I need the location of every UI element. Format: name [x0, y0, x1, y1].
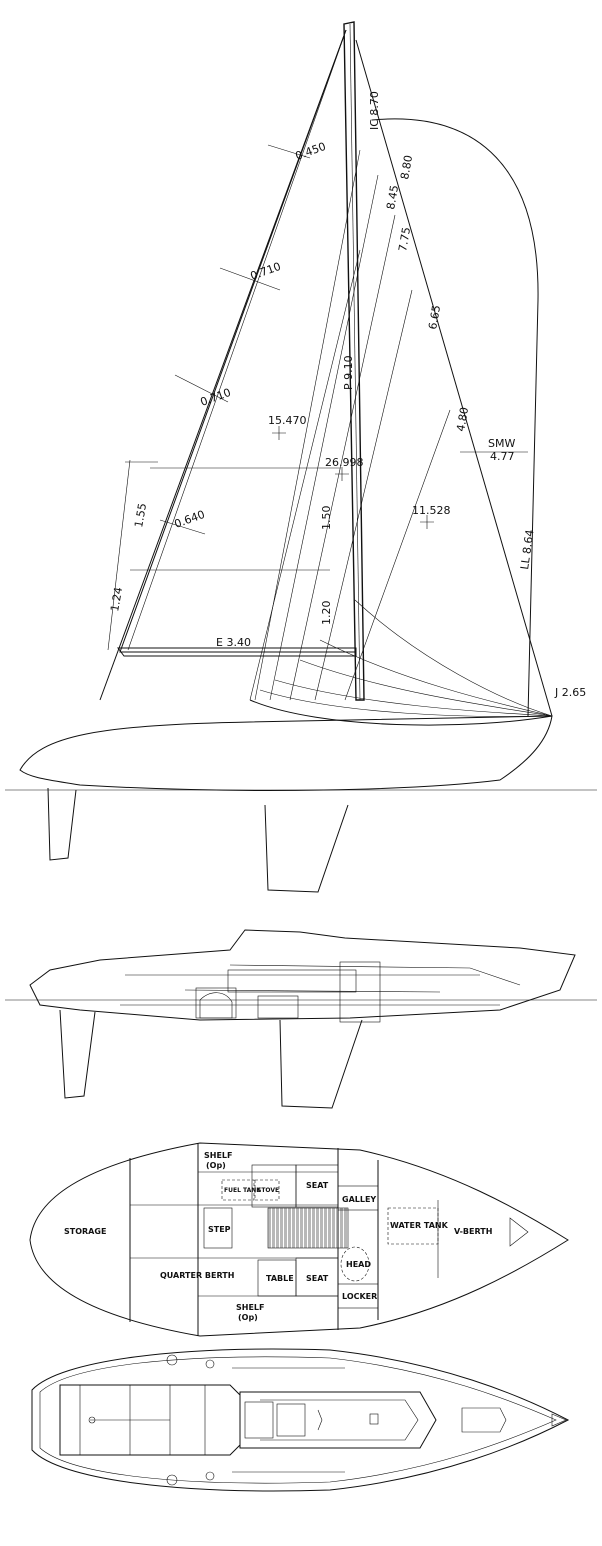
quarter-berth-label: QUARTER BERTH [160, 1271, 234, 1280]
main-area: 15.470 [268, 414, 307, 427]
table-label: TABLE [266, 1274, 294, 1283]
head-label: HEAD [346, 1260, 371, 1269]
mast-upper: 1.50 [320, 506, 333, 531]
mast-lower: 1.20 [320, 601, 333, 626]
shelf-top-op-label: (Op) [206, 1161, 226, 1170]
shelf-bottom-op-label: (Op) [238, 1313, 258, 1322]
p-dimension: P 9.10 [342, 355, 355, 390]
total-area: 26.998 [325, 456, 364, 469]
galley-label: GALLEY [342, 1195, 376, 1204]
stove-label: STOVE [257, 1187, 279, 1194]
luff-e: 4.80 [454, 406, 471, 432]
jib-area: 11.528 [412, 504, 451, 517]
step-label: STEP [208, 1225, 231, 1234]
luff-b: 8.45 [384, 184, 401, 210]
ll-dimension: LL 8.64 [518, 529, 536, 571]
locker-label: LOCKER [342, 1292, 377, 1301]
mainsail [107, 29, 357, 657]
leech-upper: 1.55 [132, 502, 149, 528]
hull-profile [5, 715, 597, 893]
girth-upper: 0.710 [249, 260, 283, 283]
ic-dimension: IC 8.70 [368, 91, 381, 130]
seat-bottom-label: SEAT [306, 1274, 329, 1283]
shelf-top-label: SHELF [204, 1151, 232, 1160]
luff-d: 6.65 [426, 304, 443, 330]
leech-lower: 1.24 [108, 586, 125, 612]
mast [343, 21, 365, 701]
j-dimension: J 2.65 [554, 686, 586, 699]
smw-value: 4.77 [490, 450, 515, 463]
luff-a: 8.80 [398, 154, 415, 180]
centroid-markers [272, 426, 434, 529]
fuel-tank-label: FUEL TANK [224, 1187, 261, 1194]
storage-label: STORAGE [64, 1227, 106, 1236]
sail-plan: IC 8.70 P 9.10 E 3.40 J 2.65 LL 8.64 SMW… [5, 21, 597, 893]
e-dimension: E 3.40 [216, 636, 251, 649]
inboard-profile [5, 929, 597, 1109]
water-tank-label: WATER TANK [390, 1221, 449, 1230]
deck-plan [31, 1348, 570, 1492]
luff-c: 7.75 [396, 226, 413, 252]
girth-top: 0.450 [294, 140, 328, 163]
girth-low: 0.640 [173, 508, 207, 531]
v-berth-label: V-BERTH [454, 1227, 492, 1236]
headsail [99, 29, 553, 726]
accommodation-plan: STORAGE SHELF (Op) FUEL TANK STOVE SEAT … [29, 1142, 569, 1337]
shelf-bottom-label: SHELF [236, 1303, 264, 1312]
seat-top-label: SEAT [306, 1181, 329, 1190]
smw-label: SMW [488, 437, 515, 450]
